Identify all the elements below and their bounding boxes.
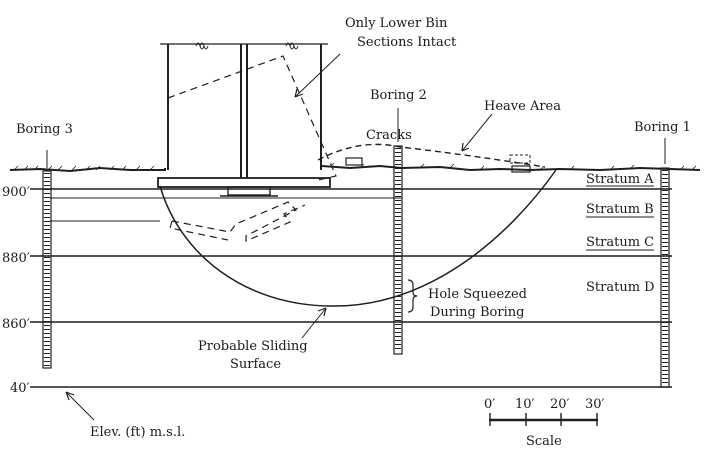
elevation-label-840: 40′ [10,381,30,396]
ground-surface [9,162,701,173]
hole-squeezed-brace [407,279,418,313]
ground-hatching [13,162,697,171]
hole-squeezed-line-2: During Boring [430,305,524,320]
displaced-bin-outline [167,55,337,181]
boring-2-hole [393,145,403,355]
crack-block-3 [509,154,531,164]
sliding-surface-line-2: Surface [230,357,281,372]
scale-label-20: 20′ [550,397,570,412]
elevation-label-880: 880′ [2,251,30,266]
boring-1-hole [660,167,670,388]
scale-bar: 0′ 10′ 20′ 30′ Scale [484,397,605,449]
sliding-leader [301,307,327,339]
boring-3-hole [42,170,52,369]
ground-line [9,164,701,173]
stratum-b-label: Stratum B [586,202,654,217]
boring-3-label: Boring 3 [16,122,73,137]
stratum-a-label: Stratum A [586,172,654,187]
bin-note-arrowhead [294,88,304,98]
hole-squeezed-line-1: Hole Squeezed [428,287,527,302]
heave-leader [461,113,493,152]
boring-2-label: Boring 2 [370,88,427,103]
bin-foundation-mat [157,177,331,188]
elev-leader [65,391,95,421]
heave-area-label: Heave Area [484,99,561,114]
boring-1-label: Boring 1 [634,120,691,135]
elevation-label-900: 900′ [2,185,30,200]
leader-lines [65,53,493,421]
stratum-c-label: Stratum C [586,235,654,250]
scale-label-0: 0′ [484,397,495,412]
displaced-foundation-outline [169,201,306,242]
boring-3-column [42,150,52,369]
stratum-d-label: Stratum D [586,280,655,295]
elev-note-label: Elev. (ft) m.s.l. [90,425,185,440]
bin-note-line-1: Only Lower Bin [345,16,448,31]
scale-title: Scale [526,434,562,449]
bin-break-mark-1 [195,42,209,50]
bin-structure [157,42,337,242]
elevation-lines [30,188,672,388]
elevation-label-860: 860′ [2,317,30,332]
bin-break-mark-2 [285,42,299,50]
cracks-label: Cracks [366,128,412,143]
bin-foundation-pedestal [227,186,271,196]
stratum-boundaries [50,197,402,222]
sliding-surface-line-1: Probable Sliding [198,339,308,354]
heave-dashed-line [317,143,546,168]
bin-note-line-2: Sections Intact [357,35,457,50]
sliding-surface-curve [159,169,557,307]
boring-2-column [393,108,403,355]
crack-block-1 [345,157,363,166]
bin-note-leader [294,53,341,98]
heave-arrowhead [461,142,470,152]
crack-block-2 [511,165,531,173]
scale-label-30: 30′ [585,397,605,412]
elev-arrowhead [65,391,75,401]
sliding-arrowhead [317,307,327,317]
boring-1-column [660,138,670,388]
scale-label-10: 10′ [515,397,535,412]
